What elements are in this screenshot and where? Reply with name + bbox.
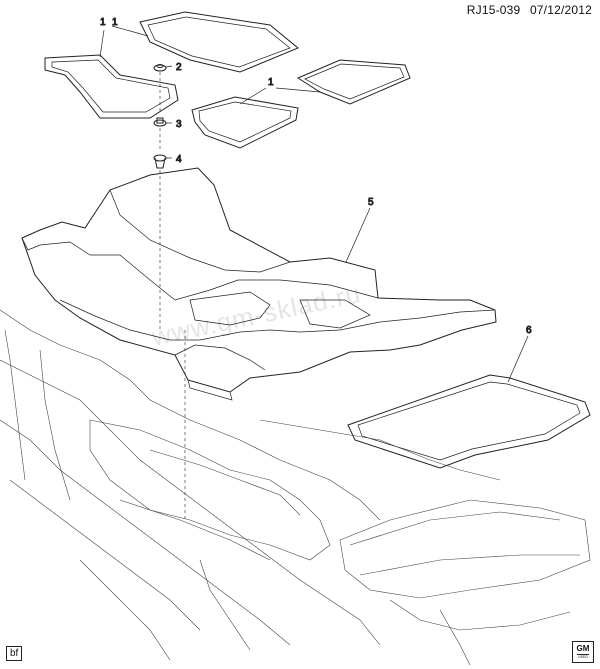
diagram-date: 07/12/2012 — [529, 3, 592, 17]
callout-fastener-4: 4 — [176, 154, 182, 165]
gm-logo-underline — [577, 654, 589, 655]
leader-lines — [99, 25, 529, 383]
body-structure — [0, 309, 591, 666]
callout-mat-rear: 1 — [268, 77, 274, 88]
gm-logo-subtext: USED — [578, 655, 588, 659]
floor-mat-rear-left — [191, 96, 299, 149]
floor-mat-front-left — [44, 54, 179, 119]
callout-cargo-mat-6: 6 — [526, 325, 532, 336]
callout-retainer-2: 2 — [176, 62, 182, 73]
callout-mat-front-left: 1 — [100, 17, 106, 28]
floor-mat-rear-right — [296, 59, 411, 105]
retainer-2 — [153, 64, 167, 72]
floor-carpet — [21, 167, 497, 401]
view-tag: bf — [6, 646, 23, 661]
callout-retainer-3: 3 — [176, 119, 182, 130]
alignment-lines — [159, 72, 186, 520]
floor-mat-front-right — [139, 11, 299, 73]
gm-logo: GM USED — [572, 641, 594, 663]
callout-mat-front-right: 1 — [112, 17, 118, 28]
cargo-mat — [347, 374, 591, 469]
retainer-3 — [153, 117, 167, 127]
callout-floor-carpet-5: 5 — [368, 197, 374, 208]
diagram-ref-code: RJ15-039 — [466, 3, 521, 17]
gm-logo-text: GM — [576, 644, 590, 653]
diagram-header: RJ15-039 07/12/2012 — [461, 3, 592, 17]
fastener-4 — [153, 154, 167, 169]
